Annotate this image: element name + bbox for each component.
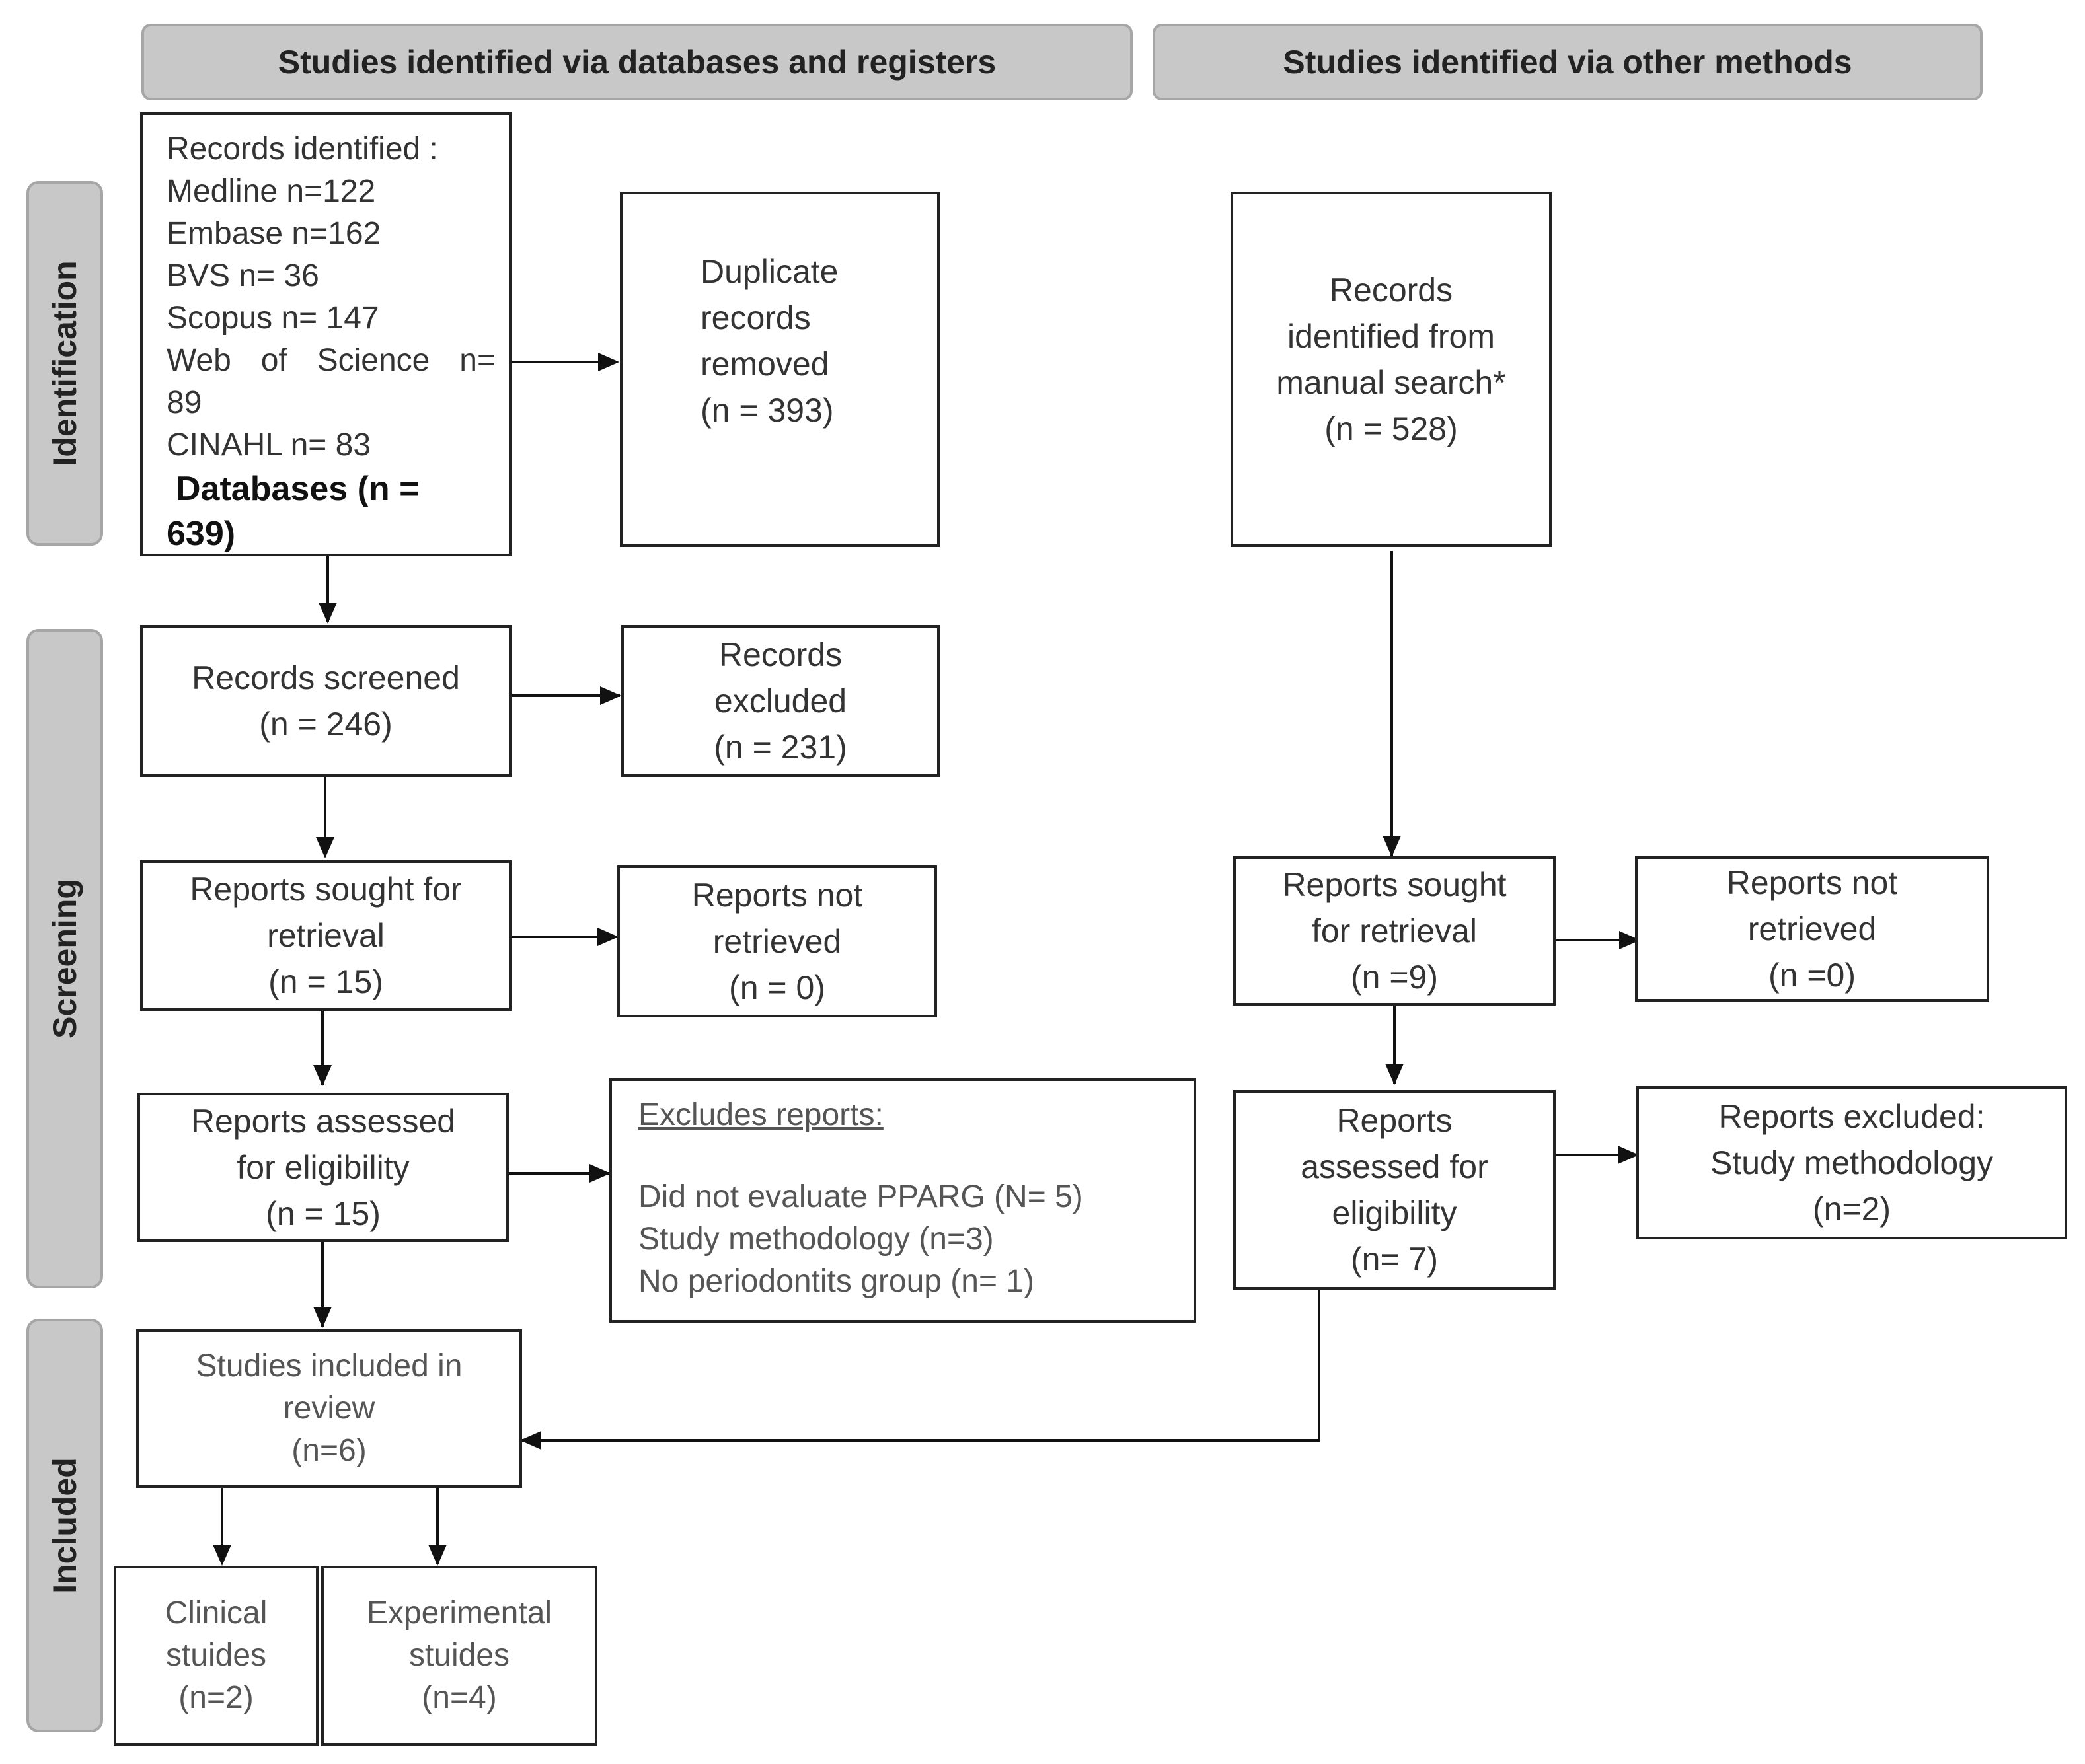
- excluded-reports-title: Excludes reports:: [638, 1097, 884, 1132]
- db-line-bvs: BVS n= 36: [167, 258, 319, 293]
- reports-not-retrieved-other: Reports not retrieved (n =0): [1635, 856, 1989, 1002]
- excluded-reason-2: Study methodology (n=3): [638, 1222, 994, 1257]
- header-databases: Studies identified via databases and reg…: [141, 24, 1133, 100]
- duplicate-records-removed: Duplicate records removed (n = 393): [620, 192, 940, 547]
- excluded-reports-databases: Excludes reports: Did not evaluate PPARG…: [609, 1078, 1196, 1323]
- header-other-methods: Studies identified via other methods: [1153, 24, 1983, 100]
- db-line-cinahl: CINAHL n= 83: [167, 427, 371, 462]
- db-line-wos-count: 89: [167, 385, 202, 420]
- db-line-1: Records identified :: [167, 131, 438, 166]
- phase-identification: Identification: [26, 181, 103, 546]
- db-line-scopus: Scopus n= 147: [167, 301, 379, 336]
- records-screened: Records screened (n = 246): [140, 625, 512, 777]
- reports-assessed-databases: Reports assessed for eligibility (n = 15…: [137, 1093, 509, 1242]
- excluded-reason-1: Did not evaluate PPARG (N= 5): [638, 1179, 1083, 1214]
- reports-excluded-other: Reports excluded: Study methodology (n=2…: [1636, 1086, 2067, 1239]
- reports-assessed-other: Reports assessed for eligibility (n= 7): [1233, 1090, 1556, 1290]
- db-total-line-1: Databases (n =: [176, 470, 420, 508]
- db-total-line-2: 639): [167, 515, 236, 553]
- excluded-reason-3: No periodontits group (n= 1): [638, 1264, 1035, 1299]
- experimental-studies: Experimental stuides (n=4): [321, 1566, 597, 1746]
- records-identified-manual-search: Records identified from manual search* (…: [1231, 192, 1552, 547]
- arrow-assessed-other-to-included: [520, 1287, 1320, 1450]
- phase-included: Included: [26, 1319, 103, 1732]
- records-identified-databases: Records identified : Medline n=122 Embas…: [140, 112, 512, 556]
- phase-screening: Screening: [26, 629, 103, 1288]
- studies-included: Studies included in review (n=6): [136, 1329, 522, 1488]
- clinical-studies: Clinical stuides (n=2): [114, 1566, 319, 1746]
- reports-sought-other: Reports sought for retrieval (n =9): [1233, 856, 1556, 1006]
- phase-included-label: Included: [46, 1457, 83, 1594]
- db-line-wos: Web of Science n=: [167, 343, 496, 378]
- reports-sought-databases: Reports sought for retrieval (n = 15): [140, 860, 512, 1011]
- db-line-medline: Medline n=122: [167, 174, 376, 209]
- db-line-embase: Embase n=162: [167, 216, 381, 251]
- phase-identification-label: Identification: [46, 260, 83, 466]
- records-excluded: Records excluded (n = 231): [621, 625, 940, 777]
- reports-not-retrieved-databases: Reports not retrieved (n = 0): [617, 865, 937, 1017]
- phase-screening-label: Screening: [46, 879, 83, 1039]
